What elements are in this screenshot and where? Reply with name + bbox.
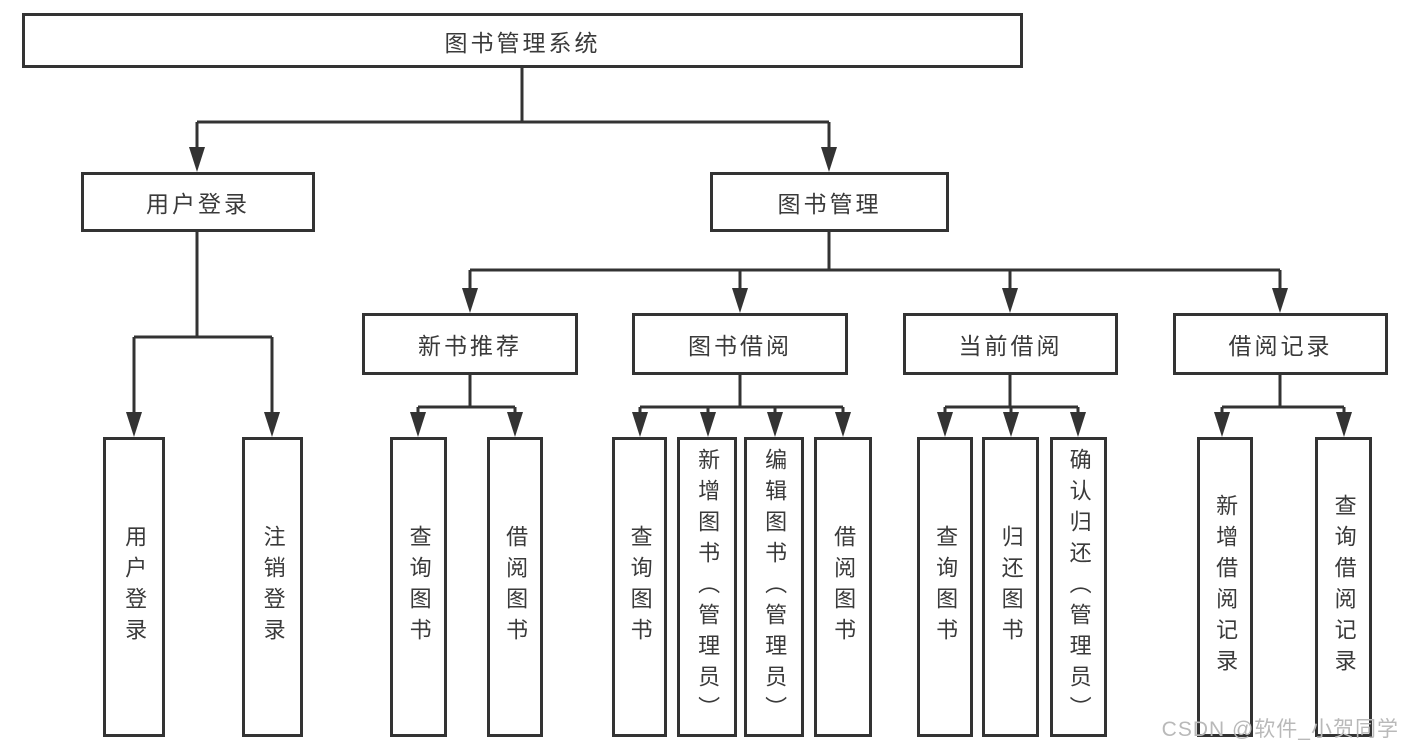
arrowhead (821, 147, 837, 172)
arrowhead (1003, 412, 1019, 437)
leaf-add-borrow-record: 新增借阅记录 (1197, 437, 1253, 737)
node-user-login: 用户登录 (81, 172, 315, 232)
arrowhead (507, 412, 523, 437)
leaf-return-book: 归还图书 (982, 437, 1039, 737)
arrowhead (632, 412, 648, 437)
node-book-management: 图书管理 (710, 172, 949, 232)
arrowhead (1336, 412, 1352, 437)
leaf-logout: 注销登录 (242, 437, 303, 737)
leaf-borrow-book: 借阅图书 (814, 437, 872, 737)
leaf-query-book-current: 查询图书 (917, 437, 973, 737)
leaf-query-borrow-record: 查询借阅记录 (1315, 437, 1372, 737)
node-borrow-records: 借阅记录 (1173, 313, 1388, 375)
arrowhead (264, 412, 280, 437)
leaf-query-book-borrow: 查询图书 (612, 437, 667, 737)
csdn-watermark: CSDN @软件_小贺同学 (1161, 718, 1399, 741)
leaf-user-login: 用户登录 (103, 437, 165, 737)
leaf-query-book-recommend: 查询图书 (390, 437, 447, 737)
node-book-borrow: 图书借阅 (632, 313, 848, 375)
node-new-book-recommend: 新书推荐 (362, 313, 578, 375)
arrowhead (835, 412, 851, 437)
leaf-borrow-book-recommend: 借阅图书 (487, 437, 543, 737)
leaf-add-book-admin: 新增图书（管理员） (677, 437, 737, 737)
leaf-edit-book-admin: 编辑图书（管理员） (744, 437, 804, 737)
arrowhead (700, 412, 716, 437)
arrowhead (410, 412, 426, 437)
arrowhead (1272, 288, 1288, 313)
node-root-library-system: 图书管理系统 (22, 13, 1023, 68)
arrowhead (732, 288, 748, 313)
arrowhead (189, 147, 205, 172)
arrowhead (126, 412, 142, 437)
arrowhead (1214, 412, 1230, 437)
arrowhead (462, 288, 478, 313)
arrowhead (1070, 412, 1086, 437)
arrowhead (937, 412, 953, 437)
arrowheads (126, 147, 1352, 437)
arrowhead (767, 412, 783, 437)
leaf-confirm-return-admin: 确认归还（管理员） (1050, 437, 1107, 737)
arrowhead (1002, 288, 1018, 313)
node-current-borrow: 当前借阅 (903, 313, 1118, 375)
